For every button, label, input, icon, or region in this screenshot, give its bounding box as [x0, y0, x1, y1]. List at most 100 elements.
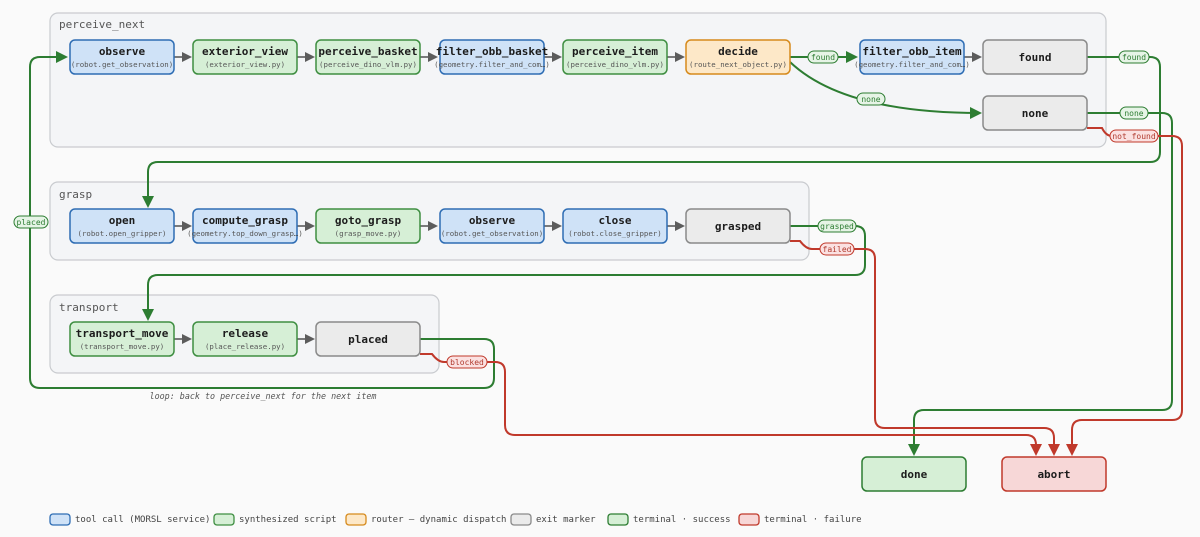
- group-label-transport: transport: [59, 301, 119, 314]
- legend-item-router: router — dynamic dispatch: [345, 513, 506, 526]
- svg-text:placed: placed: [348, 333, 388, 346]
- node-observe-grasp[interactable]: observe (robot.get_observation): [439, 208, 545, 244]
- svg-text:synthesized script: synthesized script: [239, 515, 337, 525]
- node-filter-obb-item[interactable]: filter_obb_item (geometry.filter_and_com…: [854, 39, 970, 75]
- node-placed[interactable]: placed: [315, 321, 421, 357]
- svg-text:(robot.open_gripper): (robot.open_gripper): [78, 229, 167, 238]
- label-blocked: blocked: [446, 355, 488, 369]
- svg-text:release: release: [222, 327, 269, 340]
- svg-text:(geometry.filter_and_com…): (geometry.filter_and_com…): [434, 60, 550, 69]
- svg-text:filter_obb_basket: filter_obb_basket: [436, 45, 549, 58]
- node-decide[interactable]: decide (route_next_object.py): [685, 39, 791, 75]
- edge-placed-blocked: [420, 353, 1042, 456]
- edge-none-to-done: [908, 112, 1173, 456]
- svg-text:(perceive_dino_vlm.py): (perceive_dino_vlm.py): [319, 60, 417, 69]
- legend-item-exit-marker: exit marker: [510, 513, 596, 526]
- svg-text:terminal · success: terminal · success: [633, 515, 731, 525]
- label-none-exit: none: [1119, 106, 1149, 120]
- legend-item-synthesized-script: synthesized script: [213, 513, 337, 526]
- svg-text:terminal · failure: terminal · failure: [764, 515, 862, 525]
- loop-note: loop: back to perceive_next for the next…: [150, 391, 377, 401]
- svg-text:filter_obb_item: filter_obb_item: [862, 45, 962, 58]
- svg-text:exterior_view: exterior_view: [202, 45, 288, 58]
- svg-text:not_found: not_found: [1112, 132, 1156, 141]
- svg-text:observe: observe: [99, 45, 146, 58]
- svg-text:decide: decide: [718, 45, 758, 58]
- node-goto-grasp[interactable]: goto_grasp (grasp_move.py): [315, 208, 421, 244]
- node-exterior-view[interactable]: exterior_view (exterior_view.py): [192, 39, 298, 75]
- group-perceive-next: perceive_next: [49, 12, 1107, 148]
- node-transport-move[interactable]: transport_move (transport_move.py): [69, 321, 175, 357]
- svg-text:none: none: [861, 95, 880, 104]
- svg-text:none: none: [1022, 107, 1049, 120]
- label-not-found: not_found: [1109, 129, 1159, 143]
- node-compute-grasp[interactable]: compute_grasp (geometry.top_down_grasp…): [187, 208, 303, 244]
- node-abort[interactable]: abort: [1001, 456, 1107, 492]
- node-filter-obb-basket[interactable]: filter_obb_basket (geometry.filter_and_c…: [434, 39, 550, 75]
- svg-text:none: none: [1124, 109, 1143, 118]
- svg-text:(perceive_dino_vlm.py): (perceive_dino_vlm.py): [566, 60, 664, 69]
- svg-text:(robot.get_observation): (robot.get_observation): [441, 229, 543, 238]
- svg-text:(geometry.filter_and_com…): (geometry.filter_and_com…): [854, 60, 970, 69]
- svg-text:found: found: [1122, 53, 1146, 62]
- label-grasped: grasped: [817, 219, 857, 233]
- svg-text:observe: observe: [469, 214, 516, 227]
- edge-none-not-found: [1066, 127, 1183, 456]
- edge-labels: found none found none not_found grasped …: [13, 50, 1159, 369]
- node-done[interactable]: done: [861, 456, 967, 492]
- node-release[interactable]: release (place_release.py): [192, 321, 298, 357]
- legend-item-terminal-success: terminal · success: [607, 513, 731, 526]
- node-perceive-basket[interactable]: perceive_basket (perceive_dino_vlm.py): [315, 39, 421, 75]
- node-found[interactable]: found: [982, 39, 1088, 75]
- legend-item-tool-call: tool call (MORSL service): [49, 513, 210, 526]
- edge-grasped-to-transport: [142, 225, 866, 321]
- svg-text:open: open: [109, 214, 136, 227]
- edge-placed-loop: [29, 51, 495, 389]
- svg-text:(robot.close_gripper): (robot.close_gripper): [568, 229, 661, 238]
- svg-text:found: found: [1018, 51, 1051, 64]
- svg-text:done: done: [901, 468, 928, 481]
- node-perceive-item[interactable]: perceive_item (perceive_dino_vlm.py): [562, 39, 668, 75]
- svg-text:grasped: grasped: [820, 222, 854, 231]
- svg-text:abort: abort: [1037, 468, 1070, 481]
- svg-text:(place_release.py): (place_release.py): [205, 342, 285, 351]
- label-decide-none: none: [856, 92, 886, 106]
- svg-text:(route_next_object.py): (route_next_object.py): [689, 60, 787, 69]
- svg-text:close: close: [598, 214, 631, 227]
- edge-grasp-failed: [790, 240, 1060, 456]
- node-open[interactable]: open (robot.open_gripper): [69, 208, 175, 244]
- label-found-exit: found: [1118, 50, 1150, 64]
- svg-text:placed: placed: [17, 218, 46, 227]
- svg-text:(robot.get_observation): (robot.get_observation): [71, 60, 173, 69]
- sequence-arrows: [174, 52, 982, 344]
- nodes: observe (robot.get_observation) exterior…: [69, 39, 1107, 492]
- svg-text:goto_grasp: goto_grasp: [335, 214, 402, 227]
- group-label-grasp: grasp: [59, 188, 92, 201]
- node-observe[interactable]: observe (robot.get_observation): [69, 39, 175, 75]
- legend-item-terminal-failure: terminal · failure: [738, 513, 862, 526]
- group-label-perceive-next: perceive_next: [59, 18, 145, 31]
- svg-text:tool call (MORSL service): tool call (MORSL service): [75, 515, 210, 525]
- legend: tool call (MORSL service) synthesized sc…: [49, 513, 862, 526]
- label-decide-found: found: [807, 50, 839, 64]
- node-grasped[interactable]: grasped: [685, 208, 791, 244]
- svg-text:(geometry.top_down_grasp…): (geometry.top_down_grasp…): [187, 229, 303, 238]
- svg-text:blocked: blocked: [450, 358, 484, 367]
- edge-found-to-grasp: [142, 56, 1161, 208]
- svg-text:grasped: grasped: [715, 220, 761, 233]
- svg-text:router — dynamic dispatch: router — dynamic dispatch: [371, 515, 506, 525]
- node-close[interactable]: close (robot.close_gripper): [562, 208, 668, 244]
- svg-text:perceive_basket: perceive_basket: [318, 45, 417, 58]
- svg-text:(grasp_move.py): (grasp_move.py): [335, 229, 402, 238]
- label-placed: placed: [13, 215, 49, 229]
- svg-text:(exterior_view.py): (exterior_view.py): [205, 60, 285, 69]
- node-none[interactable]: none: [982, 95, 1088, 131]
- svg-text:perceive_item: perceive_item: [572, 45, 658, 58]
- svg-text:(transport_move.py): (transport_move.py): [80, 342, 165, 351]
- svg-text:transport_move: transport_move: [76, 327, 169, 340]
- svg-text:compute_grasp: compute_grasp: [202, 214, 288, 227]
- label-failed: failed: [819, 242, 855, 256]
- svg-text:found: found: [811, 53, 835, 62]
- svg-text:exit marker: exit marker: [536, 515, 596, 525]
